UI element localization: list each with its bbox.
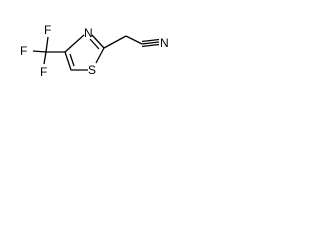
bond-n3-c2-outer (91, 34, 105, 49)
bond-ch2-cn (125, 35, 143, 45)
bond-nitrile-2 (141, 41, 160, 45)
atom-label-f-upper: F (44, 23, 51, 37)
atom-label-f-left: F (20, 44, 27, 58)
bond-c2-s1 (95, 47, 105, 64)
bond-n3-c2-inner (89, 38, 100, 50)
bond-c5-c4-outer (64, 51, 72, 71)
molecule-drawing: F F F N S N (20, 23, 169, 79)
bond-nitrile-1 (141, 38, 160, 43)
bond-c2-ch2 (103, 35, 127, 49)
bond-c4-n3 (64, 34, 85, 53)
bond-c5-c4-inner (69, 53, 75, 67)
bond-c-f-left (32, 50, 47, 53)
structure-canvas: F F F N S N (0, 0, 208, 87)
atom-label-s-ring: S (88, 63, 96, 77)
atom-label-f-lower: F (40, 65, 47, 79)
bond-nitrile-3 (141, 43, 160, 48)
bond-c-f-upper (45, 36, 49, 53)
atom-label-n-ring: N (84, 26, 93, 40)
atom-label-n-nitrile: N (160, 36, 169, 50)
bond-c-f-lower (43, 51, 47, 65)
